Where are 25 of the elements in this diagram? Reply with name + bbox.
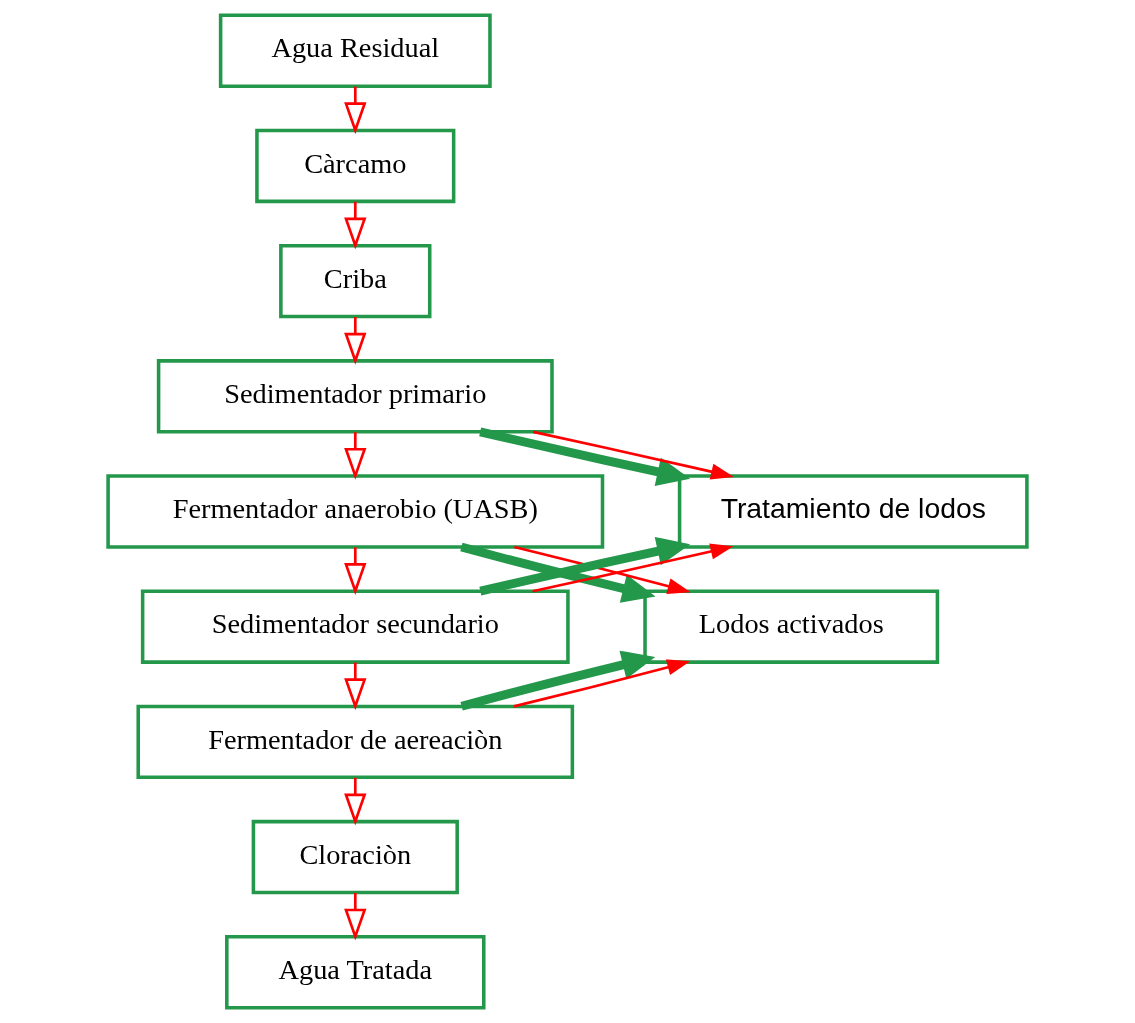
- node-box: Agua Tratada: [225, 935, 486, 1010]
- node-box: Sedimentador secundario: [140, 589, 570, 664]
- node-box: Càrcamo: [255, 128, 456, 204]
- arrow: [344, 432, 367, 480]
- node-box: Agua Residual: [218, 13, 492, 88]
- arrow: [344, 317, 367, 365]
- arrow: [344, 777, 367, 826]
- arrow: [344, 662, 367, 711]
- node-box: Fermentador anaerobio (UASB): [106, 474, 605, 549]
- arrow: [460, 650, 656, 711]
- arrow: [514, 545, 691, 595]
- arrow: [513, 659, 691, 708]
- arrow: [532, 543, 734, 593]
- node-box: Criba: [279, 243, 432, 319]
- arrow: [344, 201, 367, 250]
- arrow: [532, 430, 735, 480]
- node-box: Cloraciòn: [251, 819, 459, 895]
- arrow: [344, 547, 367, 596]
- node-box: Tratamiento de lodos: [677, 474, 1029, 549]
- arrow: [344, 892, 367, 941]
- node-box: Sedimentador primario: [156, 359, 554, 434]
- node-box: Lodos activados: [643, 589, 940, 664]
- node-box: Fermentador de aereaciòn: [136, 704, 575, 780]
- arrow: [479, 427, 691, 487]
- arrow: [344, 86, 367, 135]
